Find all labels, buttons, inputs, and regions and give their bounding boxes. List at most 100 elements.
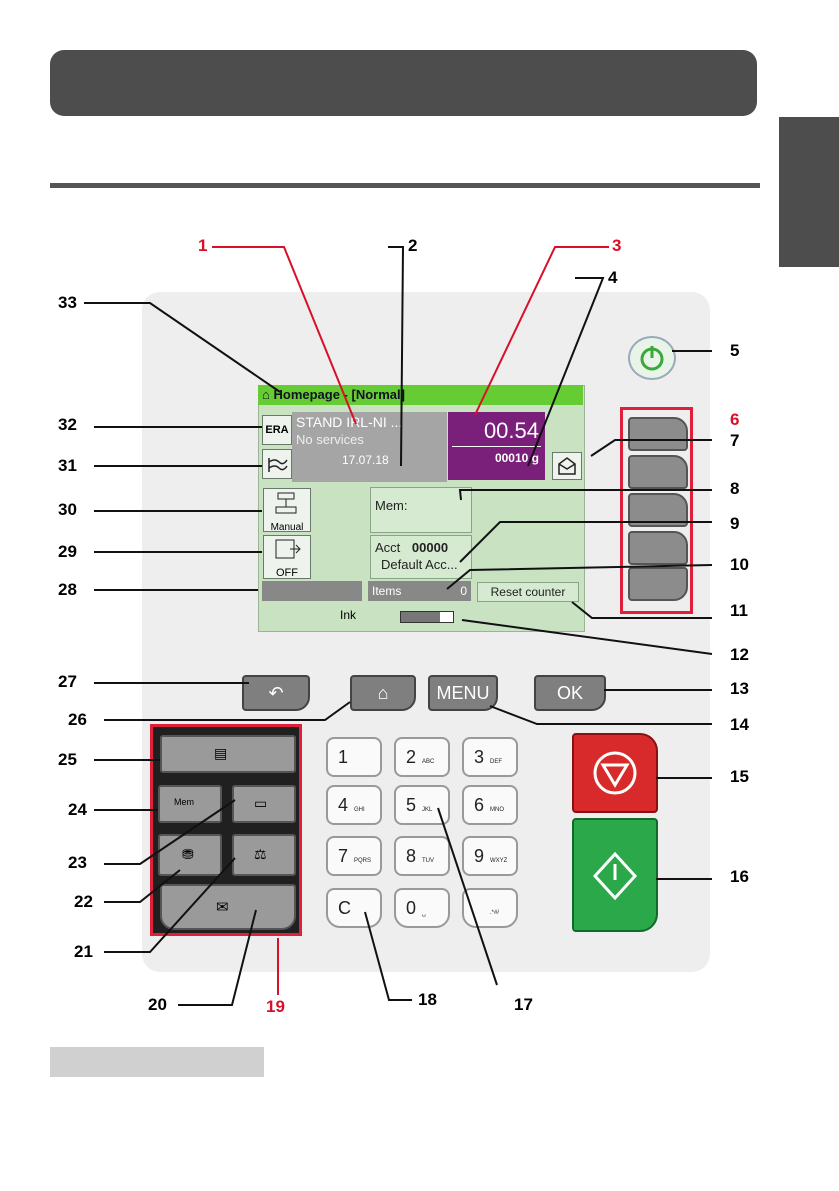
callout-19: 19 (266, 997, 285, 1016)
items-counter: Items 0 (368, 581, 471, 601)
callout-9: 9 (730, 514, 740, 533)
manual-weighing-button[interactable]: Manual (263, 488, 311, 533)
start-button[interactable] (572, 818, 658, 932)
home-icon: ⌂ (377, 683, 389, 703)
keypad-key-10[interactable]: C (326, 888, 382, 928)
mem-label: Mem: (375, 498, 408, 513)
keypad-key-main: 3 (474, 747, 485, 767)
keypad-key-main: 6 (474, 795, 485, 815)
weight-value: 00010 g (494, 451, 539, 465)
callout-14: 14 (730, 715, 749, 734)
keypad-key-1[interactable]: 1 (326, 737, 382, 777)
keypad-key-main: 5 (406, 795, 417, 815)
postage-display[interactable]: 00.54 00010 g (448, 412, 545, 480)
ink-label: Ink (340, 608, 357, 622)
acct-name: Default Acc... (381, 557, 458, 572)
items-count: 0 (460, 584, 467, 598)
era-button[interactable]: ERA (262, 415, 292, 445)
class-key[interactable]: ✉ (160, 884, 296, 930)
callout-11: 11 (730, 601, 748, 620)
acct-number: 00000 (411, 540, 449, 555)
keypad-key-main: 2 (406, 747, 417, 767)
feed-off-button[interactable]: OFF (263, 535, 311, 579)
account-key[interactable]: ▭ (232, 785, 296, 823)
keypad-key-main: 0 (406, 898, 417, 918)
keypad-key-main: 4 (338, 795, 349, 815)
callout-22: 22 (74, 892, 93, 911)
keypad-key-main: 8 (406, 846, 417, 866)
callout-26: 26 (68, 710, 87, 729)
keypad-key-sub: ␣ (422, 911, 426, 917)
callout-16: 16 (730, 867, 749, 886)
coins-icon: ⛃ (182, 846, 194, 862)
callout-7: 7 (730, 431, 740, 450)
home-icon: ⌂ (262, 387, 270, 402)
wave-icon (268, 458, 288, 472)
off-label: OFF (276, 567, 298, 579)
keypad-key-11[interactable]: 0␣ (394, 888, 450, 928)
power-icon (640, 346, 664, 371)
callout-23: 23 (68, 853, 87, 872)
soft-key-group (620, 407, 693, 614)
feed-key[interactable]: ▤ (160, 735, 296, 773)
stand-info: STAND IRL-NI ... No services 17.07.18 (292, 412, 447, 482)
callout-31: 31 (58, 456, 77, 475)
chapter-tab (779, 117, 839, 267)
manual-label: Manual (270, 522, 304, 533)
ok-button[interactable]: OK (534, 675, 606, 711)
date-text: 17.07.18 (342, 453, 389, 467)
start-icon (592, 851, 638, 901)
mem-key-label: Mem (174, 797, 194, 807)
wave-icon-button[interactable] (262, 449, 292, 479)
blank-strip (262, 581, 362, 601)
callout-30: 30 (58, 500, 77, 519)
power-button[interactable] (628, 336, 676, 380)
soft-key-4[interactable] (628, 531, 688, 565)
postage-amount: 00.54 (483, 418, 539, 443)
back-arrow-icon: ↶ (268, 683, 284, 703)
callout-8: 8 (730, 479, 740, 498)
feed-icon: ▤ (214, 745, 228, 761)
menu-button[interactable]: MENU (428, 675, 498, 711)
envelope-button[interactable] (552, 452, 582, 480)
callout-17: 17 (514, 995, 533, 1014)
callout-32: 32 (58, 415, 77, 434)
reset-counter-button[interactable]: Reset counter (477, 582, 579, 602)
home-button[interactable]: ⌂ (350, 675, 416, 711)
keypad-key-sub: PQRS (354, 858, 372, 864)
feeder-icon (275, 539, 301, 559)
callout-21: 21 (74, 942, 93, 961)
callout-12: 12 (730, 645, 749, 664)
scale-icon: ⚖ (254, 846, 267, 862)
items-label: Items (372, 584, 402, 598)
mem-field[interactable]: Mem: (370, 487, 472, 533)
screen-title: Homepage - [Normal] (273, 387, 405, 402)
ink-gauge (400, 611, 454, 623)
postage-key[interactable]: ⛃ (158, 834, 222, 876)
callout-18: 18 (418, 990, 437, 1009)
callout-10: 10 (730, 555, 749, 574)
keypad-key-sub: ABC (422, 759, 435, 765)
soft-key-5[interactable] (628, 567, 688, 601)
envelope-icon (558, 457, 576, 475)
keypad-key-sub: GHI (354, 807, 365, 813)
stop-button[interactable] (572, 733, 658, 813)
scale-key[interactable]: ⚖ (232, 834, 296, 876)
account-field[interactable]: Acct 00000 Default Acc... (370, 535, 472, 579)
callout-25: 25 (58, 750, 77, 769)
callout-13: 13 (730, 679, 749, 698)
soft-key-1[interactable] (628, 417, 688, 451)
soft-key-2[interactable] (628, 455, 688, 489)
scale-hand-icon (275, 492, 297, 514)
back-button[interactable]: ↶ (242, 675, 310, 711)
caption-bar (50, 1047, 264, 1077)
keypad-key-sub: DEF (490, 759, 502, 765)
